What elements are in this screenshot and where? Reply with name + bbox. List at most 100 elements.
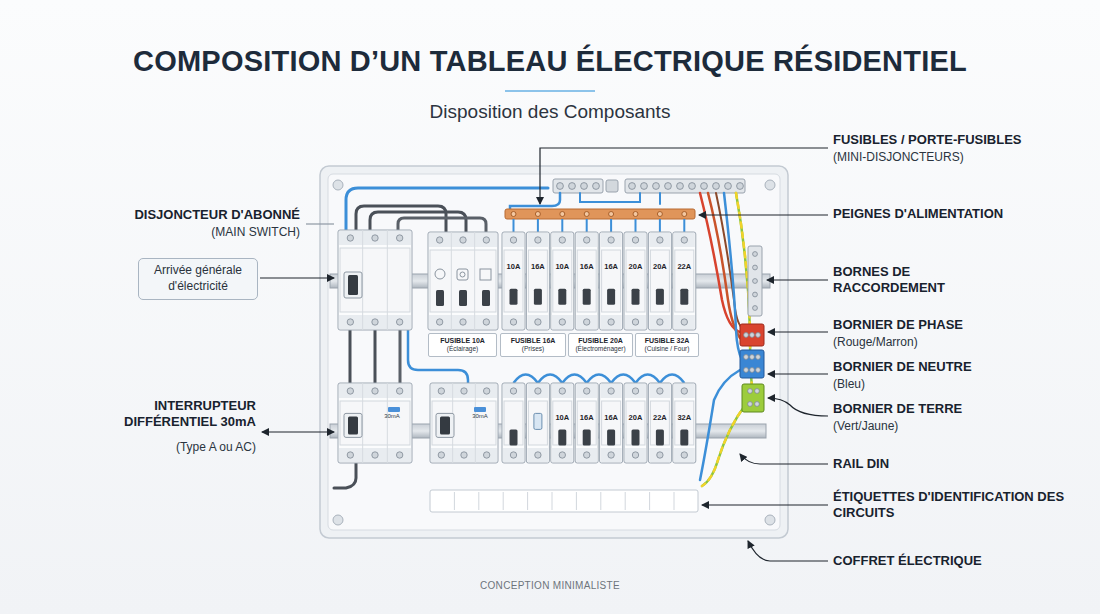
- rating-label: 32A: [677, 413, 691, 422]
- panel-part: [527, 315, 548, 329]
- panel-part: [534, 413, 542, 429]
- panel-part: [600, 383, 623, 463]
- panel-part: [648, 383, 671, 463]
- panel-part: [755, 402, 760, 407]
- panel-part: [716, 193, 742, 328]
- panel-part: [601, 233, 622, 247]
- panel-part: [526, 383, 549, 463]
- panel-part: [460, 319, 466, 325]
- panel-part: [438, 452, 444, 458]
- panel-part: [527, 448, 548, 462]
- panel-part: [551, 232, 574, 330]
- panel-part: [601, 315, 622, 329]
- panel-part: [744, 368, 749, 373]
- panel-part: [503, 233, 524, 247]
- panel-part: [648, 232, 671, 330]
- panel-part: [461, 388, 467, 394]
- enclosure: [320, 166, 788, 538]
- panel-part: [569, 183, 576, 190]
- panel-part: [553, 401, 572, 445]
- panel-part: [562, 375, 586, 384]
- panel-part: [593, 183, 600, 190]
- panel-part: [675, 401, 694, 445]
- title: COMPOSITION D’UN TABLEAU ÉLECTRIQUE RÉSI…: [133, 44, 967, 79]
- panel-part: [558, 429, 566, 445]
- panel-part: [701, 183, 708, 190]
- panel-part: [339, 315, 411, 329]
- panel-part: [436, 413, 454, 437]
- panel-part: [551, 232, 574, 330]
- fuse-label: FUSIBLE 10A(Éclairage): [428, 333, 497, 357]
- panel-part: [673, 383, 696, 463]
- panel-part: [457, 269, 468, 280]
- panel-part: [750, 368, 755, 373]
- panel-part: [756, 355, 761, 360]
- comb-busbar: [505, 209, 695, 219]
- panel-part: [306, 223, 334, 224]
- panel-part: [633, 212, 638, 217]
- panel-part: [503, 492, 504, 510]
- panel-part: [510, 237, 516, 243]
- panel-part: [756, 368, 761, 373]
- panel-part: [583, 429, 591, 445]
- panel-part: [682, 212, 687, 217]
- panel-part: [586, 219, 588, 232]
- callout-title: COFFRET ÉLECTRIQUE: [833, 553, 982, 569]
- panel-part: [768, 398, 828, 416]
- panel-part: [737, 183, 744, 190]
- rating-label: 22A: [677, 262, 691, 271]
- title-rule: [505, 90, 595, 92]
- panel-part: [653, 183, 660, 190]
- panel-part: [748, 402, 753, 407]
- panel-part: [624, 383, 647, 463]
- subtitle: Disposition des Composants: [430, 101, 671, 124]
- rating-label: 22A: [653, 413, 667, 422]
- panel-part: [636, 375, 660, 384]
- panel-part: [510, 388, 516, 394]
- panel-part: [673, 232, 696, 330]
- node-note: (Prises): [522, 345, 544, 353]
- panel-part: [338, 230, 412, 330]
- panel-part: [674, 315, 695, 329]
- panel-part: [348, 417, 358, 435]
- panel-part: [483, 388, 489, 394]
- panel-part: [333, 515, 343, 525]
- sensitivity-label: 30mA: [472, 413, 488, 420]
- panel-part: [576, 233, 597, 247]
- panel-part: [753, 265, 758, 270]
- panel-part: [575, 383, 598, 463]
- panel-part: [344, 413, 362, 437]
- panel-part: [438, 388, 444, 394]
- panel-part: [577, 401, 596, 445]
- panel-part: [657, 319, 663, 325]
- panel-part: [482, 290, 490, 306]
- panel-part: [607, 429, 615, 445]
- callout-title: ÉTIQUETTES D'IDENTIFICATION DES CIRCUITS: [833, 489, 1088, 520]
- panel-part: [432, 401, 496, 445]
- panel-part: [626, 250, 645, 312]
- panel-part: [577, 250, 596, 312]
- panel-part: [753, 279, 758, 284]
- panel-part: [557, 183, 564, 190]
- rating-label: 10A: [507, 262, 521, 271]
- panel-part: [502, 383, 525, 463]
- panel-part: [635, 219, 637, 232]
- panel-part: [656, 429, 664, 445]
- panel-part: [511, 212, 516, 217]
- callout-note: (Vert/Jaune): [833, 419, 898, 433]
- panel-part: [624, 232, 647, 330]
- callout-title: DISJONCTEUR D'ABONNÉ: [134, 207, 300, 223]
- panel-part: [535, 319, 541, 325]
- callout-title: FUSIBLES / PORTE-FUSIBLES: [833, 132, 1022, 148]
- panel-part: [526, 383, 549, 463]
- panel-part: [681, 319, 687, 325]
- panel-part: [347, 235, 353, 241]
- panel-part: [625, 384, 646, 398]
- panel-part: [480, 269, 491, 280]
- panel-part: [756, 333, 761, 338]
- panel-part: [538, 375, 562, 384]
- panel-part: [748, 389, 753, 394]
- panel-part: [396, 452, 402, 458]
- panel-part: [657, 212, 662, 217]
